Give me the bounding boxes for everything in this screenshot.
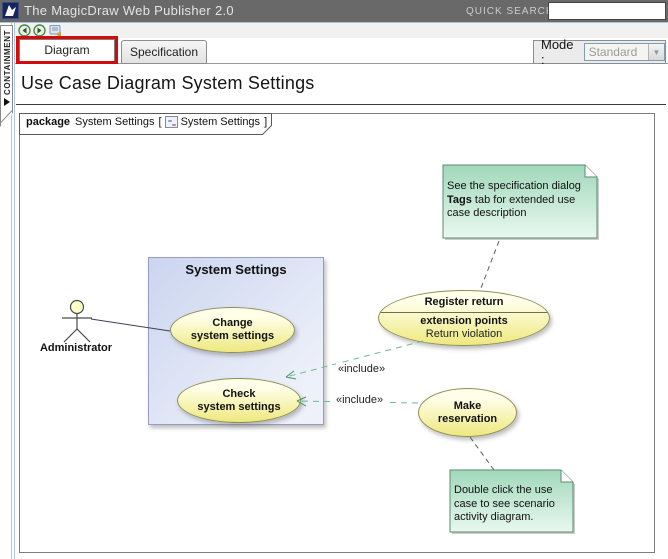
note-line: case description	[447, 207, 527, 219]
quick-search-label: QUICK SEARCH:	[466, 6, 558, 17]
note-top-shape[interactable]	[442, 164, 599, 240]
splitter-line[interactable]	[14, 23, 15, 559]
usecase-change-system-settings[interactable]: Change system settings	[170, 307, 295, 353]
note-line-rest: tab for extended use	[471, 193, 576, 206]
note-top-text[interactable]: See the specification dialog Tags tab fo…	[447, 180, 593, 221]
note-line: Double click the use	[454, 484, 553, 496]
usecase-label-line2: reservation	[437, 412, 498, 425]
package-name: System Settings	[75, 116, 155, 128]
bracket-close: ]	[264, 116, 268, 128]
tab-specification[interactable]: Specification	[121, 40, 207, 64]
tab-diagram[interactable]: Diagram	[19, 39, 115, 61]
toolbar	[15, 23, 668, 38]
containment-strip: CONTAINMENT	[0, 23, 15, 559]
usecase-label-line2: system settings	[197, 400, 281, 413]
usecase-check-system-settings[interactable]: Check system settings	[177, 378, 301, 423]
note-line: See the specification dialog	[447, 180, 581, 192]
extension-point-name: Return violation	[425, 328, 503, 340]
tabstrip-divider	[15, 63, 668, 64]
app-title: The MagicDraw Web Publisher 2.0	[24, 3, 234, 18]
mode-select[interactable]: Standard ▼	[583, 43, 665, 61]
dropdown-arrow-icon[interactable]: ▼	[648, 44, 664, 60]
mode-box: Mode : Standard ▼	[533, 37, 666, 67]
highlight-box: Diagram	[16, 36, 118, 64]
note-bottom-text[interactable]: Double click the use case to see scenari…	[454, 484, 570, 525]
containment-panel-tab[interactable]: CONTAINMENT	[0, 25, 13, 127]
usecase-title: Register return	[379, 296, 549, 313]
include-stereotype-1: «include»	[336, 363, 388, 375]
title-bar: The MagicDraw Web Publisher 2.0 QUICK SE…	[0, 0, 668, 22]
package-label: package System Settings [ System Setting…	[26, 116, 267, 128]
actor-figure[interactable]	[62, 299, 92, 343]
usecase-register-return[interactable]: Register return extension points Return …	[378, 290, 550, 346]
page-title: Use Case Diagram System Settings	[21, 73, 315, 93]
system-boundary-title: System Settings	[185, 262, 287, 277]
usecase-label-line2: system settings	[190, 330, 275, 342]
usecase-label-line1: Check	[222, 387, 256, 400]
properties-button[interactable]	[49, 24, 62, 37]
extension-points-header: extension points	[420, 315, 508, 327]
diagram-name: System Settings	[180, 116, 261, 128]
usecase-label-line1: Make	[453, 399, 482, 412]
magicdraw-logo-icon	[2, 2, 19, 19]
containment-label: CONTAINMENT	[3, 29, 12, 95]
include-stereotype-2: «include»	[334, 394, 386, 406]
note-line: case to see scenario	[454, 497, 555, 510]
package-keyword: package	[26, 116, 71, 128]
quick-search-input[interactable]	[548, 2, 666, 20]
usecase-make-reservation[interactable]: Make reservation	[418, 388, 517, 437]
bracket-open: [	[158, 116, 162, 128]
note-bottom-shape[interactable]	[449, 469, 575, 534]
title-rule	[16, 104, 666, 105]
mode-selected-value: Standard	[588, 45, 638, 59]
actor-label: Administrator	[39, 342, 113, 354]
note-bold-word: Tags	[447, 193, 472, 206]
note-line: Tags tab for extended use	[447, 194, 593, 208]
expand-arrow-icon	[4, 98, 10, 106]
usecase-diagram-icon	[164, 116, 178, 128]
mode-label: Mode :	[541, 37, 574, 67]
splitter-line[interactable]	[11, 23, 12, 559]
titlebar-divider	[0, 22, 668, 23]
note-line: activity diagram.	[454, 511, 534, 523]
usecase-label-line1: Change	[212, 317, 253, 329]
